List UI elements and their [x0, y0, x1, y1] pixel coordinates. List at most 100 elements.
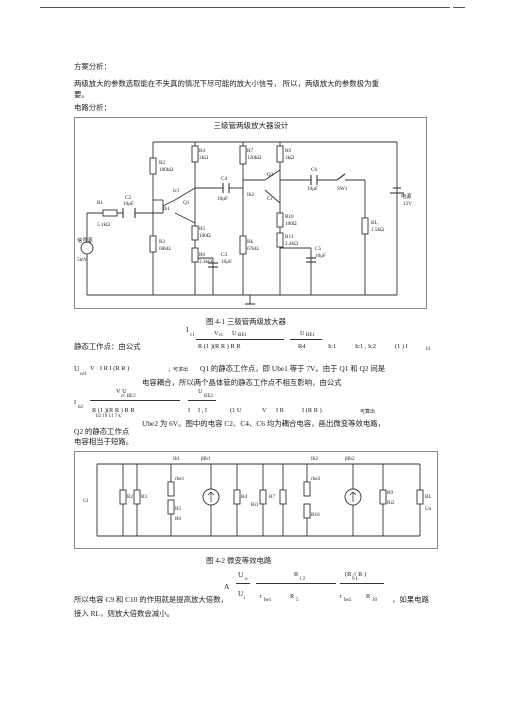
eq2-denominator-sub: b2 10 11 7 k — [96, 414, 121, 419]
uce-v: V — [90, 365, 95, 372]
eq-label-r7: R7 — [269, 494, 275, 500]
circuit-schematic: 三级管两级放大器设计 R1 5.1kΩ 信号源 5mV C2 10μF R2 1… — [77, 120, 412, 305]
value-c6: 10μF — [307, 186, 318, 192]
gain-bottom-u: U — [238, 589, 244, 598]
figure-4-2-caption: 图 4-2 微变等效电路 — [206, 556, 272, 565]
gain-bottom-r2-sub: 5 — [296, 598, 299, 603]
equivalent-circuit-figure: Ui R2 R3 rbe1 Ib1 βIb1 R4 R5 R6 Ri1 R7 r… — [74, 451, 438, 549]
label-r4: R4 — [199, 148, 205, 154]
label-r2: R2 — [159, 160, 165, 166]
final-line-2: 接入 RL，则放大倍数会减小。 — [74, 609, 174, 618]
equivalent-circuit: Ui R2 R3 rbe1 Ib1 βIb1 R4 R5 R6 Ri1 R7 r… — [83, 456, 432, 537]
eq-label-beta-ib1: βIb1 — [201, 456, 211, 462]
gain-fraction-bar — [236, 583, 250, 584]
eq-label-r5: R5 — [175, 506, 181, 512]
eq1-rhs: U — [300, 330, 305, 337]
label-r1: R1 — [97, 200, 103, 206]
value-vcc: 12V — [403, 201, 412, 207]
label-ct: Ct — [267, 196, 272, 202]
eq1-numerator-u: U — [232, 330, 237, 337]
eq2-numerator-sub: cc BE2 — [121, 394, 136, 399]
eq2-rhs-tail: I (R R ) — [302, 407, 322, 414]
value-source: 5mV — [77, 257, 88, 263]
value-r7: 120kΩ — [247, 155, 261, 161]
gain-top-parallel: (R // R ) — [345, 571, 367, 578]
value-r5: 100Ω — [199, 233, 211, 239]
gain-bottom-r1: r — [260, 593, 263, 600]
eq1-current-symbol: I — [186, 325, 189, 334]
eq-label-r4: R4 — [241, 494, 247, 500]
eq-label-r3: R3 — [141, 494, 147, 500]
eq2-rhs-i: I — [188, 407, 191, 414]
eq-label-uo: Uo — [425, 506, 432, 512]
eq2-lhs-sub: b2 — [78, 405, 83, 410]
final-line-1: 所以电容 C9 和 C10 的作用就是提高放大倍数， — [74, 595, 228, 604]
figure-4-1-caption: 图 4-1 三极管两级放大器 — [206, 317, 287, 326]
label-source: 信号源 — [77, 236, 93, 244]
value-r1: 5.1kΩ — [97, 222, 110, 228]
eq1-rhs-sub: BE1 — [306, 333, 315, 338]
label-c6: C6 — [311, 167, 317, 173]
gain-bottom-u-sub: i — [244, 596, 246, 601]
label-ib1: Ib1 — [163, 206, 170, 212]
eq-label-r9: R9 — [387, 490, 393, 496]
gain-bottom-r1-sub: be1 — [264, 598, 272, 603]
eq1-tail-ib-sub: b1 — [426, 347, 431, 352]
static-row-3-text: 电容耦合，所以两个晶体管的静态工作点不相互影响，由公式 — [142, 378, 342, 387]
static-row-6: 电容相当于短路。 — [74, 437, 134, 446]
paragraph-1-line-2: 要。 — [74, 90, 89, 99]
label-c3: C3 — [221, 252, 227, 258]
eq2-frac-u: U — [198, 388, 203, 395]
static-row-5a: Q2 的静态工作点 — [74, 427, 130, 436]
eq2-rhs-mid: I R — [276, 407, 284, 414]
eq1-tail-ib: (1 ) I — [395, 343, 408, 350]
value-r2: 180kΩ — [159, 167, 173, 173]
label-c5: C5 — [315, 246, 321, 252]
gain-top-r: R — [294, 571, 299, 578]
label-c4: C4 — [221, 176, 227, 182]
eq1-denominator: R (1 )(R R ) R R — [198, 343, 241, 350]
eq2-frac-u-sub: BE2 — [204, 394, 213, 399]
value-r3: 68kΩ — [159, 246, 171, 252]
eq1-fraction-bar — [196, 339, 284, 340]
value-r6: 2.3kΩ — [199, 259, 212, 265]
eq2-note: 可算出 — [360, 410, 376, 415]
label-r5: R5 — [199, 226, 205, 232]
label-r7: R7 — [247, 148, 253, 154]
eq1-current-sub: c1 — [190, 333, 195, 338]
value-r11: 2.4kΩ — [285, 241, 298, 247]
eq2-rhs-ii: I , I — [198, 407, 208, 414]
final-line-1-tail: ，如果电路 — [392, 595, 429, 604]
label-vcc: 电源 — [401, 192, 412, 200]
gain-a-symbol: A — [224, 582, 230, 591]
static-point-label: 静态工作点：由公式 — [74, 342, 141, 351]
eq-label-r10: R10 — [311, 512, 320, 518]
gain-bottom-r2: R — [290, 593, 295, 600]
value-c5: 10μF — [315, 253, 326, 259]
eq2-denominator: R (1 )(R R ) R R — [92, 407, 135, 414]
eq1-numerator-sub: cc — [219, 333, 224, 338]
eq1-tail-ic1: Ic1 — [328, 343, 337, 350]
label-rk: Rk — [247, 239, 253, 245]
label-q1: Q1 — [183, 200, 190, 206]
eq2-lhs: I — [74, 399, 77, 406]
uce-sub: ce1 — [80, 372, 87, 377]
eq1-tail-ic12: Ic1 , Ic2 — [355, 343, 377, 350]
label-r10: R10 — [285, 214, 294, 220]
label-c2: C2 — [125, 195, 131, 201]
label-q2: Q2 — [267, 172, 274, 178]
circuit-schematic-figure: 三级管两级放大器设计 R1 5.1kΩ 信号源 5mV C2 10μF R2 1… — [74, 117, 427, 309]
eq1-fraction-bar-2 — [290, 339, 322, 340]
value-rk: 67kΩ — [247, 246, 259, 252]
eq2-numerator: V U — [116, 388, 127, 395]
gain-top-parallel-sub: 9 L — [352, 577, 359, 582]
gain-bottom-r4: R — [366, 593, 371, 600]
paragraph-1-line-1: 两级放大的参数选取能在不失真的情况下尽可能的放大小信号， 所以，两级放大的参数极… — [74, 79, 379, 88]
gain-top-r-sub: i 2 — [300, 577, 306, 582]
eq-label-ri1: Ri1 — [251, 502, 259, 508]
gain-fraction-bar-3 — [340, 583, 384, 584]
eq2-fraction-bar — [90, 400, 180, 401]
eq-label-rl: RL — [425, 494, 432, 500]
schematic-title: 三级管两级放大器设计 — [214, 120, 289, 130]
eq-label-ui: Ui — [83, 498, 89, 504]
